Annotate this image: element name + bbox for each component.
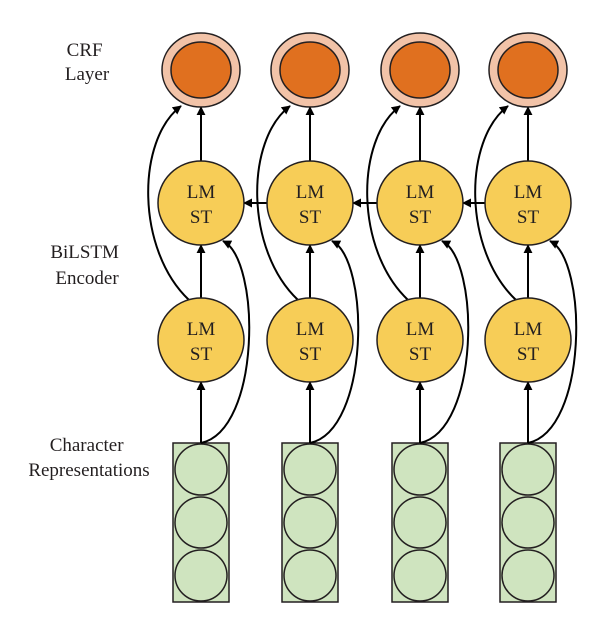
char-cell-4-2 (501, 496, 555, 549)
char-cell-1-3 (174, 549, 228, 602)
char-cell-3-3 (393, 549, 447, 602)
lstm-node-upper-1-line1: LM (187, 182, 216, 203)
char-cell-2-1 (283, 443, 337, 496)
char-cell-2-3 (283, 549, 337, 602)
lstm-node-upper-2 (266, 160, 354, 246)
crf-node-inner-1 (170, 41, 232, 99)
lstm-node-upper-1 (157, 160, 245, 246)
edge-char-to-upper-lstm-3 (419, 240, 470, 444)
crf-label-line2: Layer (65, 64, 110, 85)
lstm-node-lower-1-line1: LM (187, 319, 216, 340)
edge-lower-lstm-to-crf-3 (366, 105, 409, 301)
crf-node-inner-2 (279, 41, 341, 99)
lstm-node-upper-2-line2: ST (299, 207, 322, 228)
char-cell-2-2 (283, 496, 337, 549)
lstm-node-lower-1-line2: ST (190, 344, 213, 365)
lstm-node-upper-3-line1: LM (406, 182, 435, 203)
lstm-node-lower-2-line1: LM (296, 319, 325, 340)
bilstm-label-line1: BiLSTM (50, 242, 119, 263)
char-label-line1: Character (50, 435, 125, 456)
char-cell-4-3 (501, 549, 555, 602)
char-cell-1-2 (174, 496, 228, 549)
lstm-node-upper-4-line1: LM (514, 182, 543, 203)
edge-lower-lstm-to-crf-1 (147, 105, 190, 301)
lstm-node-lower-4-line1: LM (514, 319, 543, 340)
edge-char-to-upper-lstm-4 (527, 240, 578, 444)
crf-node-inner-3 (389, 41, 451, 99)
lstm-node-upper-4-line2: ST (517, 207, 540, 228)
lstm-node-lower-1 (157, 297, 245, 383)
lstm-node-lower-3-line2: ST (409, 344, 432, 365)
bilstm-label-line2: Encoder (55, 268, 119, 289)
char-label-line2: Representations (28, 460, 149, 481)
character-representation-columns (172, 442, 557, 603)
lstm-node-upper-3-line2: ST (409, 207, 432, 228)
crf-nodes (161, 32, 568, 108)
character-representations-label: Character Representations (28, 435, 149, 481)
edge-lower-lstm-to-crf-4 (474, 105, 517, 301)
lstm-nodes: LM ST LM ST LM ST LM ST LM ST LM ST LM ST LM ST (157, 160, 572, 383)
edge-char-to-upper-lstm-1 (200, 240, 251, 444)
crf-label-line1: CRF (67, 40, 103, 61)
char-cell-3-2 (393, 496, 447, 549)
bilstm-encoder-label: BiLSTM Encoder (50, 242, 123, 289)
char-cell-1-1 (174, 443, 228, 496)
lstm-node-lower-3-line1: LM (406, 319, 435, 340)
lstm-node-upper-1-line2: ST (190, 207, 213, 228)
lstm-node-lower-2-line2: ST (299, 344, 322, 365)
crf-node-inner-4 (497, 41, 559, 99)
lstm-node-lower-4-line2: ST (517, 344, 540, 365)
lstm-node-upper-4 (484, 160, 572, 246)
edge-char-to-upper-lstm-2 (309, 240, 360, 444)
lstm-node-lower-4 (484, 297, 572, 383)
connection-edges (147, 105, 578, 444)
lstm-node-lower-2 (266, 297, 354, 383)
char-cell-4-1 (501, 443, 555, 496)
char-cell-3-1 (393, 443, 447, 496)
edge-lower-lstm-to-crf-2 (256, 105, 299, 301)
lstm-node-upper-2-line1: LM (296, 182, 325, 203)
lstm-node-lower-3 (376, 297, 464, 383)
crf-layer-label: CRF Layer (65, 40, 110, 85)
lstm-node-upper-3 (376, 160, 464, 246)
